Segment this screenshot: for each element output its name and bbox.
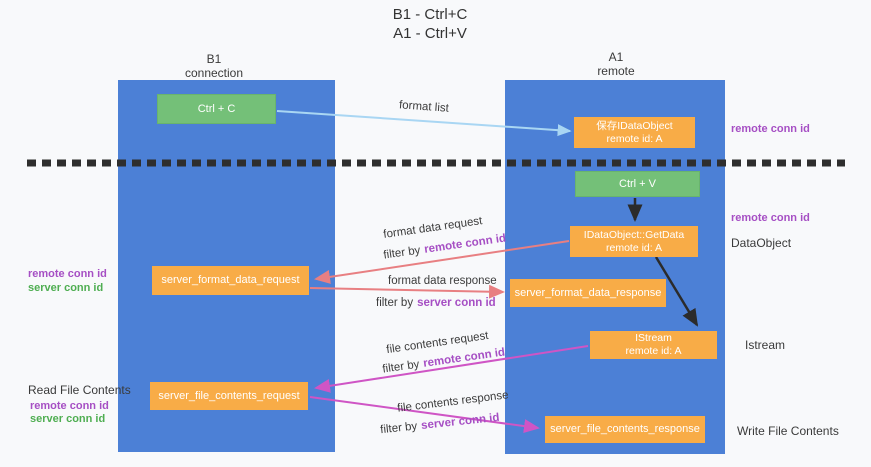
- server-file-contents-request-label: server_file_contents_request: [158, 389, 300, 402]
- left-server-conn-id-fmt-label: server conn id: [28, 282, 104, 294]
- server-format-data-request-box: server_format_data_request: [152, 266, 309, 295]
- right-remote-conn-id-mid-label: remote conn id: [731, 212, 810, 224]
- getdata-to-istream-arrow: [654, 256, 699, 327]
- lifeline-a1-name: A1: [608, 50, 624, 64]
- file-contents-response-arrow: [309, 396, 540, 434]
- ctrl-v-label: Ctrl + V: [619, 177, 656, 190]
- left-remote-conn-id-fmt-label: remote conn id: [28, 268, 107, 280]
- right-remote-conn-id-top-label: remote conn id: [731, 123, 810, 135]
- lifeline-b1-name: B1: [206, 52, 222, 66]
- format-data-response-arrow: [309, 284, 505, 299]
- left-remote-conn-id-file-label: remote conn id: [30, 400, 109, 412]
- istream-side-label: Istream: [745, 338, 786, 352]
- diagram-title: B1 - Ctrl+C A1 - Ctrl+V: [330, 5, 530, 43]
- title-line-1: B1 - Ctrl+C: [392, 6, 468, 23]
- dataobject-label: DataObject: [731, 236, 792, 250]
- istream-line1: IStream: [635, 332, 672, 344]
- lifeline-header-a1: A1 remote: [546, 50, 686, 78]
- ctrl-v-box: Ctrl + V: [575, 171, 700, 197]
- write-file-contents-label: Write File Contents: [737, 424, 839, 438]
- save-idataobject-box: 保存IDataObject remote id: A: [574, 117, 695, 148]
- server-file-contents-response-label: server_file_contents_response: [550, 423, 700, 435]
- server-format-data-response-label: server_format_data_response: [514, 286, 662, 299]
- idataobject-getdata-box: IDataObject::GetData remote id: A: [570, 226, 698, 257]
- getdata-line2: remote id: A: [605, 241, 663, 254]
- server-conn-id-key: server conn id: [417, 297, 496, 309]
- save-idataobject-line2: remote id: A: [606, 132, 663, 145]
- istream-line2: remote id: A: [625, 345, 682, 357]
- istream-box: IStream remote id: A: [590, 331, 717, 359]
- format-data-response-label: format data response: [388, 275, 497, 287]
- save-idataobject-line1: 保存IDataObject: [596, 119, 673, 132]
- format-list-arrow: [276, 110, 572, 137]
- getdata-line1: IDataObject::GetData: [583, 228, 685, 241]
- ctrl-c-box: Ctrl + C: [157, 94, 276, 124]
- read-file-contents-label: Read File Contents: [28, 383, 131, 397]
- format-data-request-arrow: [314, 240, 570, 284]
- filter-by-text: filter by: [376, 297, 414, 309]
- ctrl-c-label: Ctrl + C: [197, 102, 236, 115]
- file-contents-request-arrow: [314, 345, 589, 393]
- server-file-contents-request-box: server_file_contents_request: [150, 382, 308, 410]
- title-line-2: A1 - Ctrl+V: [393, 25, 467, 42]
- server-file-contents-response-box: server_file_contents_response: [545, 416, 705, 443]
- left-server-conn-id-file-label: server conn id: [30, 413, 106, 425]
- lifeline-a1-role: remote: [597, 64, 635, 78]
- server-format-data-response-box: server_format_data_response: [510, 279, 666, 307]
- server-format-data-request-label: server_format_data_request: [161, 274, 300, 286]
- lifeline-header-b1: B1 connection: [144, 52, 284, 80]
- lifeline-b1-role: connection: [184, 66, 244, 80]
